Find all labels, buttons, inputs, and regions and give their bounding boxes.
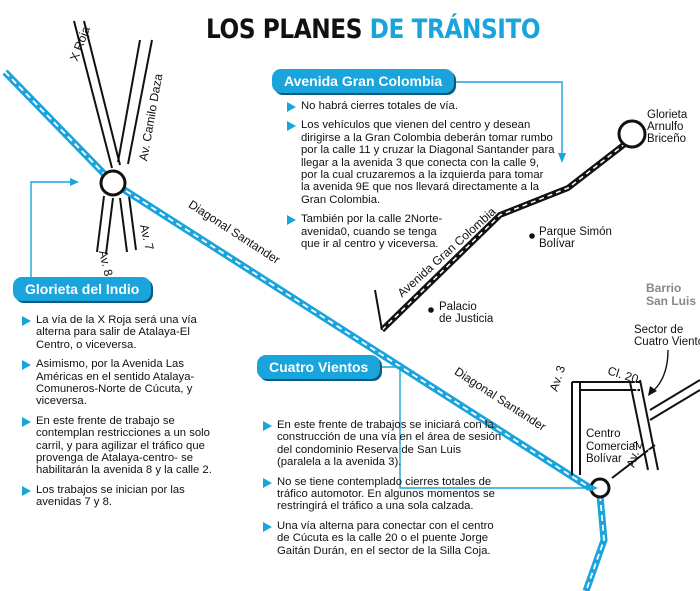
section-label-cuatro-vientos: Cuatro Vientos xyxy=(257,355,381,379)
glorieta-briceno-roundabout xyxy=(617,119,647,149)
callout-lines xyxy=(30,81,590,489)
bullet-indio-1: La vía de la X Roja será una vía alterna… xyxy=(22,314,218,351)
label-palacio-de-justicia: Palacio de Justicia xyxy=(439,301,494,325)
label-centro-comercial-bolivar: Centro Comercial Bolívar xyxy=(586,428,638,465)
bullet-cuatro-vientos-3: Una vía alterna para conectar con el cen… xyxy=(263,520,503,557)
title-part1: LOS PLANES xyxy=(206,14,363,45)
bullet-indio-3: En este frente de trabajo se contemplan … xyxy=(22,415,218,477)
palacio-de-justicia-marker xyxy=(428,307,434,313)
bullet-cuatro-vientos-1: En este frente de trabajos se iniciará c… xyxy=(263,419,503,469)
parque-simon-bolivar-marker xyxy=(529,233,535,239)
section-label-glorieta-del-indio: Glorieta del Indio xyxy=(13,277,152,301)
bullet-gran-colombia-2: Los vehículos que vienen del centro y de… xyxy=(287,119,555,206)
bullet-cuatro-vientos-2: No se tiene contemplado cierres totales … xyxy=(263,476,503,513)
bullet-gran-colombia-3: También por la calle 2Norte-avenida0, cu… xyxy=(287,213,451,250)
roads-cuatro-vientos xyxy=(571,379,700,479)
bullets-glorieta-del-indio: La vía de la X Roja será una vía alterna… xyxy=(22,314,218,516)
title-part2: DE TRÁNSITO xyxy=(369,14,541,45)
bullets-gran-colombia: No habrá cierres totales de vía. Los veh… xyxy=(287,100,555,257)
road-gran-colombia xyxy=(374,137,632,333)
bullets-cuatro-vientos: En este frente de trabajos se iniciará c… xyxy=(263,419,503,564)
bullet-gran-colombia-1: No habrá cierres totales de vía. xyxy=(287,100,555,113)
road-camilo-daza xyxy=(73,20,153,169)
label-barrio-san-luis: Barrio San Luis xyxy=(646,281,697,308)
bullet-indio-4: Los trabajos se inician por las avenidas… xyxy=(22,484,218,509)
page-title: LOS PLANES DE TRÁNSITO xyxy=(206,14,541,45)
glorieta-del-indio-roundabout xyxy=(99,169,127,197)
section-label-gran-colombia: Avenida Gran Colombia xyxy=(272,69,455,93)
label-sector-cuatro-vientos: Sector de Cuatro Vientos xyxy=(634,324,700,348)
bullet-indio-2: Asimismo, por la Avenida Las Américas en… xyxy=(22,358,218,408)
label-glorieta-briceno: Glorieta Arnulfo Briceño xyxy=(647,109,688,145)
label-parque-simon-bolivar: Parque Simón Bolívar xyxy=(539,226,612,250)
road-av8-av7 xyxy=(96,195,137,255)
